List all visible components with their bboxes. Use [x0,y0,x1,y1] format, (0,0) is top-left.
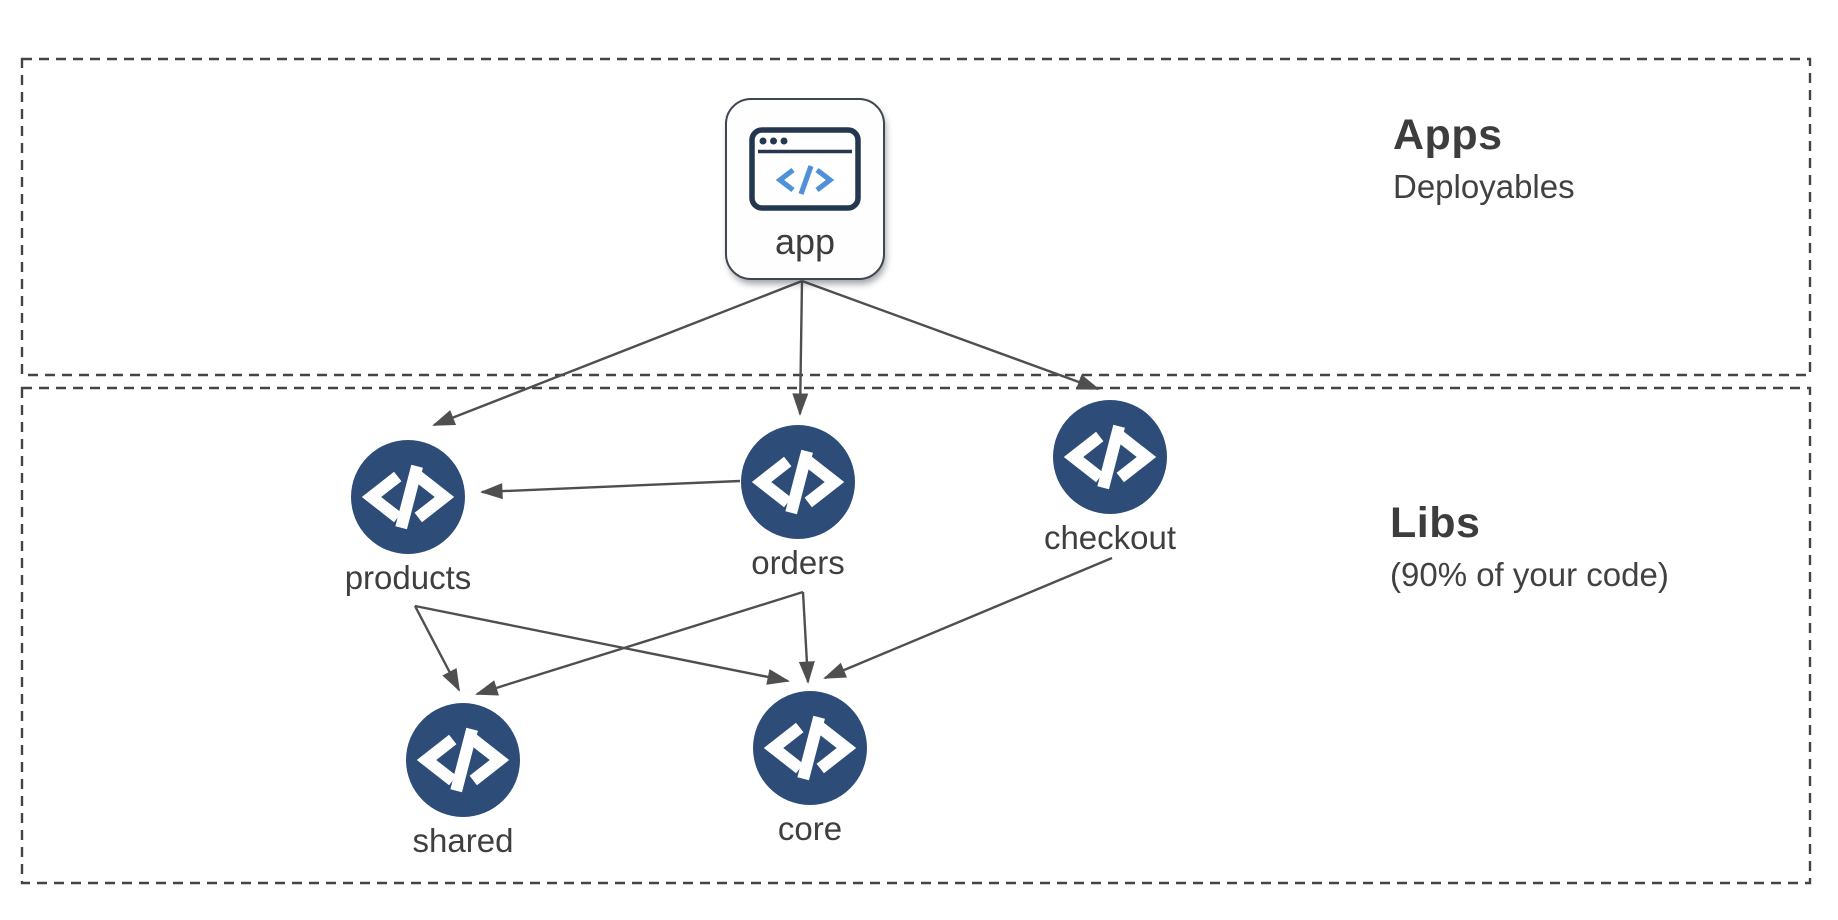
code-circle-icon [351,440,465,554]
libs-region-title: Libs [1390,499,1481,547]
code-circle-icon [406,703,520,817]
libs-region-border [20,386,1812,885]
libs-region-subtitle: (90% of your code) [1390,556,1669,594]
apps-region-label: Apps Deployables [1393,111,1575,206]
node-orders: orders [688,425,908,579]
node-products: products [298,440,518,594]
node-core: core [700,691,920,845]
node-checkout: checkout [1000,400,1220,554]
node-shared: shared [353,703,573,857]
apps-region-title: Apps [1393,111,1503,159]
node-app: app [725,98,885,280]
apps-region-subtitle: Deployables [1393,168,1575,206]
libs-region-label: Libs (90% of your code) [1390,499,1669,594]
node-shared-label: shared [412,822,514,859]
node-app-label: app [774,221,836,262]
browser-code-icon [749,127,861,211]
apps-region-border [20,57,1812,377]
node-core-label: core [777,810,843,847]
edge-app-checkout [801,279,1100,391]
edge-orders-shared [475,590,804,696]
node-products-label: products [344,559,472,596]
node-checkout-label: checkout [1043,519,1177,556]
edge-orders-core [798,591,815,684]
edge-orders-products [480,479,741,500]
edge-app-orders [792,280,809,416]
code-circle-icon [741,425,855,539]
edge-checkout-core [823,556,1113,680]
node-orders-label: orders [751,544,845,581]
edge-products-core [414,604,790,685]
code-circle-icon [1053,400,1167,514]
edge-products-shared [413,605,461,692]
code-circle-icon [753,691,867,805]
edge-app-products [432,279,803,427]
